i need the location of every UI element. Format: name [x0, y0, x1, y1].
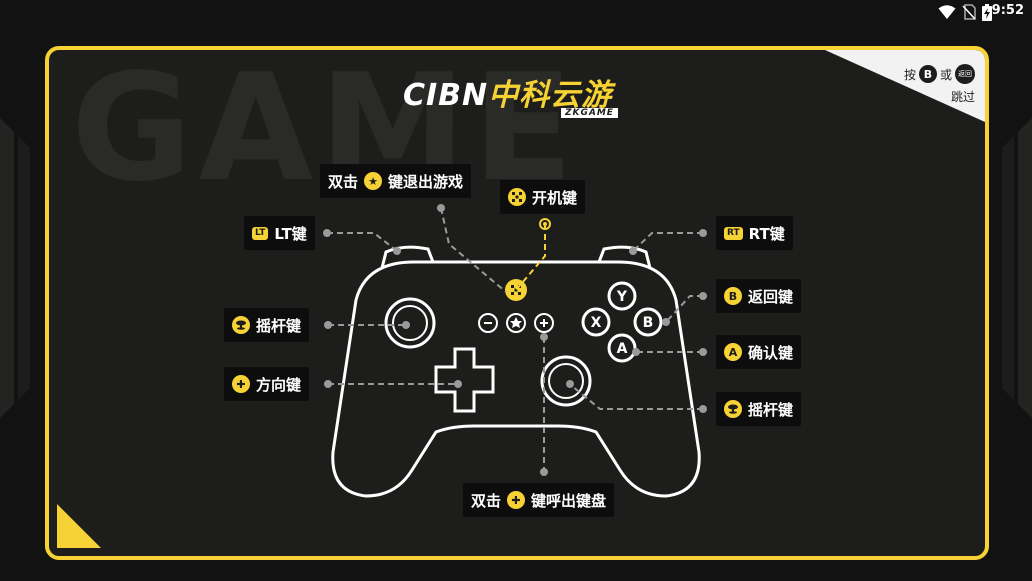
rt-connector [632, 232, 703, 252]
skip-label[interactable]: 跳过 [950, 90, 975, 104]
skip-press-text: 按 [903, 67, 916, 82]
joystick-icon [724, 400, 742, 418]
right-stick [548, 363, 584, 399]
joystick-icon [232, 316, 250, 334]
x-button-label: X [591, 315, 602, 331]
no-sim-icon [962, 4, 976, 20]
plus-icon: ✚ [507, 491, 526, 509]
skip-corner-bg [825, 50, 985, 122]
right-stick-connector [571, 385, 703, 410]
b-button [633, 307, 663, 337]
b-key-icon: B [918, 65, 937, 83]
label-rt: RT RT键 [716, 216, 793, 250]
status-time: 9:52 [991, 3, 1024, 18]
star-icon: ★ [364, 172, 383, 190]
skip-corner[interactable]: 按 B 或 返回 跳过 [825, 50, 985, 122]
label-lt: LT LT键 [244, 216, 315, 250]
status-bar: 9:52 [0, 0, 1032, 24]
back-connector [665, 295, 703, 323]
left-stick [392, 305, 428, 341]
dpad [434, 347, 495, 413]
power-grid-icon [508, 188, 526, 206]
controller-body [331, 260, 701, 498]
a-badge-icon: A [724, 343, 742, 361]
minus-button [478, 313, 498, 333]
label-power: 开机键 [500, 180, 586, 214]
x-button [581, 307, 611, 337]
right-stick-ring [540, 355, 592, 407]
back-key-icon: 返回 [955, 64, 975, 84]
exit-connector [440, 207, 507, 293]
logo: CIBN中科云游 ZKGAME [403, 70, 635, 126]
battery-charging-icon [982, 4, 992, 21]
right-decor-rail [1002, 118, 1032, 418]
power-connector [515, 224, 546, 291]
logo-sub: ZKGAME [561, 108, 618, 118]
guide-panel: GAME CIBN中科云游 ZKGAME 按 B 或 返回 跳过 [45, 46, 989, 560]
y-button [607, 281, 637, 311]
lt-badge: LT [252, 226, 269, 240]
lt-connector [327, 232, 398, 252]
dpad-icon: ✚ [232, 375, 250, 393]
plus-button [534, 313, 554, 333]
label-confirm: A 确认键 [716, 335, 802, 369]
b-badge-icon: B [724, 287, 742, 305]
left-decor-rail [0, 118, 30, 418]
y-button-label: Y [616, 289, 628, 305]
label-back: B 返回键 [716, 279, 802, 313]
a-button [607, 333, 637, 363]
label-exit-game: 双击 ★ 键退出游戏 [320, 164, 472, 198]
label-dpad: ✚ 方向键 [224, 367, 310, 401]
label-keyboard: 双击 ✚ 键呼出键盘 [463, 483, 615, 517]
skip-or-text: 或 [939, 67, 952, 82]
label-stick-right: 摇杆键 [716, 392, 802, 426]
wifi-icon [938, 5, 956, 19]
logo-cn: 中科云游 [488, 78, 613, 113]
a-button-label: A [617, 341, 628, 357]
corner-accent [57, 504, 101, 548]
label-stick-left: 摇杆键 [224, 308, 310, 342]
rt-badge: RT [724, 226, 743, 240]
b-button-label: B [643, 315, 654, 331]
star-button [506, 313, 526, 333]
logo-latin: CIBN [403, 78, 489, 113]
rb-bumper [597, 245, 652, 269]
lb-bumper [380, 245, 435, 269]
left-stick-ring [384, 297, 436, 349]
